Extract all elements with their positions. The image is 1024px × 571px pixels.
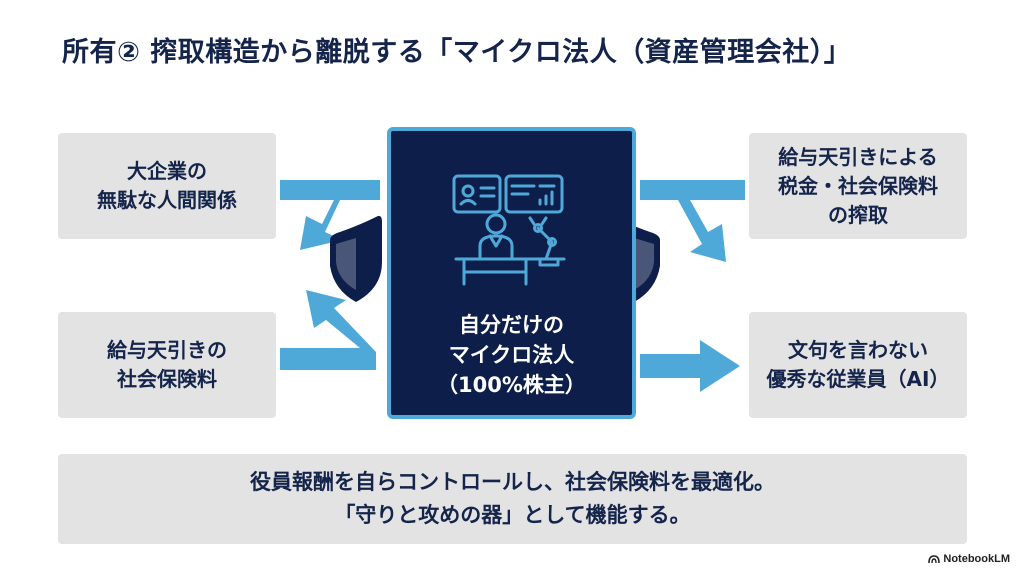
- brand-watermark: NotebookLM: [928, 553, 1010, 565]
- summary-line: 「守りと攻めの器」として機能する。: [334, 503, 691, 527]
- box-line: 文句を言わない: [787, 338, 928, 362]
- box-line: 大企業の: [127, 159, 207, 183]
- box-tax-exploitation: 給与天引きによる 税金・社会保険料 の搾取: [749, 133, 967, 239]
- box-large-company-relationships: 大企業の 無駄な人間関係: [58, 133, 276, 239]
- box-line: 給与天引きの: [107, 338, 227, 362]
- box-line: 社会保険料: [117, 367, 217, 391]
- center-micro-corporation-box: 自分だけの マイクロ法人 （100%株主）: [387, 127, 636, 419]
- summary-box: 役員報酬を自らコントロールし、社会保険料を最適化。 「守りと攻めの器」として機能…: [58, 454, 967, 544]
- box-line: 優秀な従業員（AI）: [766, 367, 950, 391]
- arrow-top-left: [280, 180, 380, 250]
- arrow-top-right: [640, 180, 745, 262]
- center-label-line: 自分だけの: [459, 313, 564, 337]
- person-at-desk-with-robot-arm-icon: [452, 174, 566, 286]
- center-label-line: （100%株主）: [437, 372, 586, 397]
- brand-label: NotebookLM: [943, 553, 1010, 565]
- box-payroll-social-insurance: 給与天引きの 社会保険料: [58, 312, 276, 418]
- arrow-bottom-right: [640, 340, 740, 392]
- summary-line: 役員報酬を自らコントロールし、社会保険料を最適化。: [250, 470, 775, 495]
- box-line: 税金・社会保険料: [778, 173, 938, 198]
- arrow-bottom-left: [280, 290, 376, 370]
- box-ai-employees: 文句を言わない 優秀な従業員（AI）: [749, 312, 967, 418]
- page-title: 所有② 搾取構造から離脱する「マイクロ法人（資産管理会社）」: [62, 37, 852, 68]
- box-line: 無駄な人間関係: [97, 188, 237, 212]
- box-line: 給与天引きによる: [778, 144, 938, 169]
- box-line: の搾取: [828, 202, 888, 227]
- notebooklm-logo-icon: [928, 554, 941, 563]
- shield-left-icon: [330, 215, 382, 302]
- center-label-line: マイクロ法人: [448, 342, 575, 367]
- center-label: 自分だけの マイクロ法人 （100%株主）: [391, 311, 632, 400]
